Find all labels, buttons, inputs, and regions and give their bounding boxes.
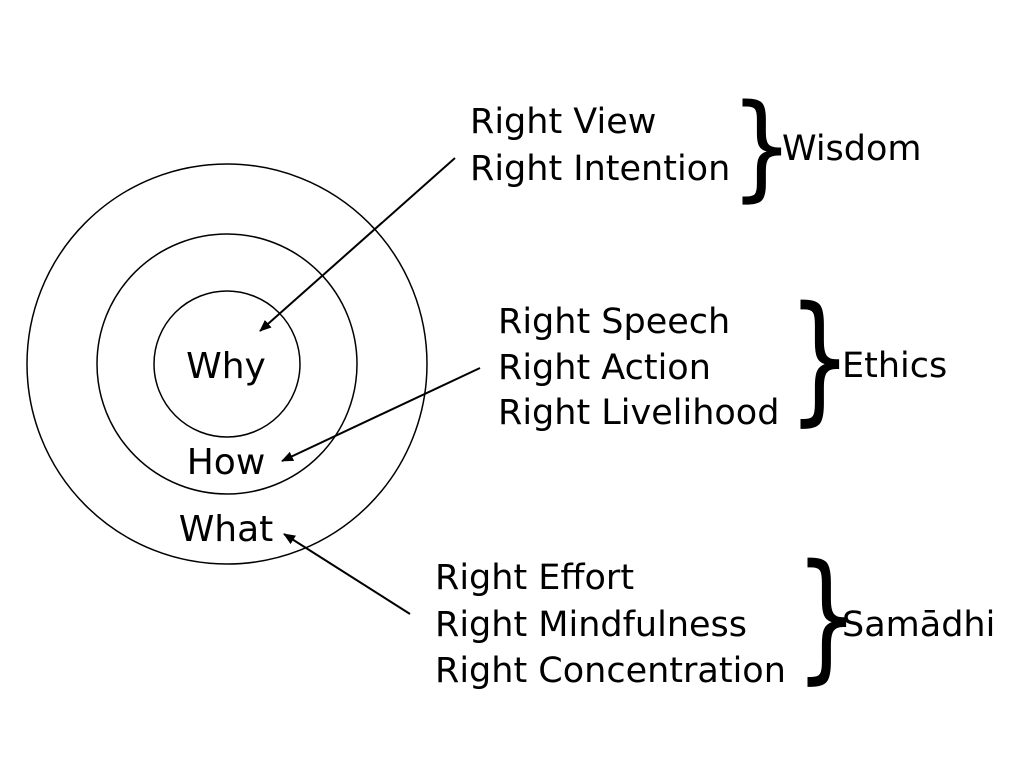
what-label: What bbox=[179, 509, 274, 550]
outer-circle-what bbox=[26, 163, 428, 565]
item-right-effort: Right Effort bbox=[435, 558, 634, 598]
middle-circle-how bbox=[96, 233, 358, 495]
item-right-livelihood: Right Livelihood bbox=[498, 393, 779, 433]
arrow-to-why bbox=[259, 157, 456, 332]
group-label-wisdom: Wisdom bbox=[782, 129, 922, 169]
item-right-action: Right Action bbox=[498, 348, 711, 388]
item-right-speech: Right Speech bbox=[498, 302, 730, 342]
item-right-intention: Right Intention bbox=[470, 149, 730, 189]
ethics-brace-icon: } bbox=[788, 276, 852, 439]
wisdom-brace-icon: } bbox=[730, 80, 794, 213]
group-label-samadhi: Samādhi bbox=[842, 605, 995, 645]
item-right-mindfulness: Right Mindfulness bbox=[435, 605, 747, 645]
samadhi-brace-icon: } bbox=[795, 534, 859, 697]
arrow-to-how bbox=[281, 367, 481, 462]
why-label: Why bbox=[186, 346, 266, 387]
arrow-to-what bbox=[283, 533, 411, 615]
inner-circle-why bbox=[153, 290, 301, 438]
group-label-ethics: Ethics bbox=[842, 346, 947, 386]
item-right-concentration: Right Concentration bbox=[435, 651, 786, 691]
how-label: How bbox=[187, 442, 266, 483]
item-right-view: Right View bbox=[470, 102, 656, 142]
